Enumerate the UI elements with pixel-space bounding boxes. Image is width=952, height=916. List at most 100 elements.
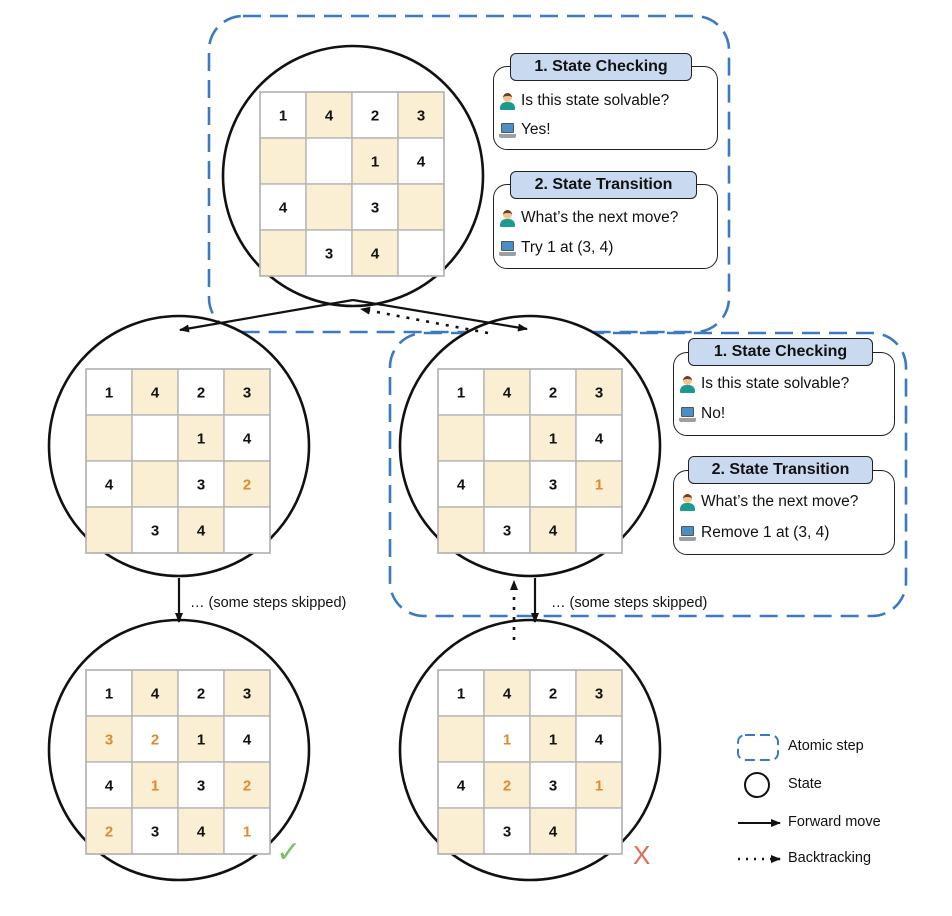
sudoku-cell xyxy=(351,137,399,185)
sudoku-digit: 1 xyxy=(151,778,159,795)
sudoku-cell xyxy=(131,715,179,763)
sudoku-cell xyxy=(483,460,531,508)
sudoku-digit: 2 xyxy=(549,686,557,703)
person-technologist-icon xyxy=(499,92,516,110)
person-technologist-icon xyxy=(499,209,516,227)
sudoku-cell xyxy=(483,414,531,462)
sudoku-digit: 2 xyxy=(197,385,205,402)
top-checking-question: Is this state solvable? xyxy=(521,92,670,109)
sudoku-cell xyxy=(131,761,179,809)
sudoku-cell xyxy=(529,761,577,809)
top-transition-answer: Try 1 at (3, 4) xyxy=(521,239,614,256)
sudoku-cell xyxy=(575,807,623,855)
sudoku-cell xyxy=(437,807,485,855)
sudoku-digit: 4 xyxy=(197,824,206,841)
sudoku-digit: 3 xyxy=(595,385,603,402)
sudoku-digit: 1 xyxy=(503,732,511,749)
sudoku-cell xyxy=(223,761,271,809)
right-checking-question-row: Is this state solvable? xyxy=(679,375,849,393)
sudoku-grid-border xyxy=(259,91,445,277)
top-checking-answer: Yes! xyxy=(521,121,551,138)
sudoku-digit: 4 xyxy=(279,200,288,217)
right-checking-question: Is this state solvable? xyxy=(701,375,850,392)
sudoku-digit: 4 xyxy=(457,778,466,795)
top-state-transition-header: 2. State Transition xyxy=(510,171,697,199)
sudoku-digit: 2 xyxy=(371,108,379,125)
skip-note-left: … (some steps skipped) xyxy=(190,595,347,611)
legend-atomic-step-label: Atomic step xyxy=(788,738,864,754)
sudoku-digit: 4 xyxy=(549,824,558,841)
sudoku-digit: 2 xyxy=(197,686,205,703)
sudoku-digit: 1 xyxy=(279,108,287,125)
sudoku-grid-border xyxy=(85,368,271,554)
sudoku-cell xyxy=(575,669,623,717)
sudoku-digit: 3 xyxy=(417,108,425,125)
right-transition-answer: Remove 1 at (3, 4) xyxy=(701,524,830,541)
sudoku-digit: 4 xyxy=(595,431,604,448)
sudoku-cell xyxy=(223,807,271,855)
sudoku-cell xyxy=(131,414,179,462)
sudoku-digit: 4 xyxy=(503,385,512,402)
sudoku-digit: 4 xyxy=(595,732,604,749)
sudoku-cell xyxy=(397,183,445,231)
sudoku-digit: 3 xyxy=(503,523,511,540)
legend-atomic-step-icon xyxy=(737,734,779,761)
sudoku-cell xyxy=(529,368,577,416)
right-transition-question-row: What’s the next move? xyxy=(679,493,858,511)
sudoku-cell xyxy=(575,460,623,508)
legend-state-icon xyxy=(744,772,770,798)
laptop-icon xyxy=(679,525,696,542)
laptop-icon xyxy=(679,406,696,423)
right-state-transition-panel: What’s the next move? Remove 1 at (3, 4) xyxy=(673,470,895,555)
sudoku-cell xyxy=(305,183,353,231)
laptop-icon xyxy=(499,122,516,139)
sudoku-cell xyxy=(131,368,179,416)
sudoku-digit: 2 xyxy=(549,385,557,402)
check-mark-icon: ✓ xyxy=(276,836,302,869)
right-checking-answer: No! xyxy=(701,405,726,422)
forward-arrow-root-to-left xyxy=(179,298,354,333)
sudoku-digit: 1 xyxy=(457,385,465,402)
sudoku-digit: 3 xyxy=(549,477,557,494)
sudoku-digit: 4 xyxy=(105,477,114,494)
legend-state-label: State xyxy=(788,776,822,792)
sudoku-cell xyxy=(397,229,445,277)
sudoku-digit: 2 xyxy=(243,477,251,494)
sudoku-cell xyxy=(131,669,179,717)
top-transition-question-row: What’s the next move? xyxy=(499,209,678,227)
sudoku-digit: 4 xyxy=(105,778,114,795)
sudoku-digit: 3 xyxy=(151,824,159,841)
sudoku-digit: 4 xyxy=(549,523,558,540)
person-technologist-icon xyxy=(679,493,696,511)
sudoku-digit: 4 xyxy=(417,154,426,171)
sudoku-cell xyxy=(259,229,307,277)
sudoku-cell xyxy=(351,183,399,231)
legend-backtracking-label: Backtracking xyxy=(788,850,872,866)
legend-forward-move-label: Forward move xyxy=(788,814,881,830)
sudoku-digit: 1 xyxy=(197,732,205,749)
person-technologist-icon xyxy=(679,375,696,393)
sudoku-cell xyxy=(177,761,225,809)
top-transition-answer-row: Try 1 at (3, 4) xyxy=(499,239,613,257)
sudoku-cell xyxy=(85,506,133,554)
sudoku-digit: 4 xyxy=(151,385,160,402)
sudoku-digit: 1 xyxy=(243,824,251,841)
sudoku-cell xyxy=(575,506,623,554)
sudoku-cell xyxy=(177,807,225,855)
sudoku-digit: 1 xyxy=(371,154,379,171)
sudoku-digit: 1 xyxy=(457,686,465,703)
sudoku-cell xyxy=(575,761,623,809)
sudoku-digit: 3 xyxy=(197,778,205,795)
sudoku-digit: 3 xyxy=(371,200,379,217)
top-checking-question-row: Is this state solvable? xyxy=(499,92,669,110)
backtrack-arrow-right-to-root xyxy=(360,306,489,335)
sudoku-digit: 2 xyxy=(243,778,251,795)
sudoku-digit: 4 xyxy=(503,686,512,703)
sudoku-grid-border xyxy=(85,669,271,855)
sudoku-cell xyxy=(483,669,531,717)
sudoku-cell xyxy=(437,506,485,554)
